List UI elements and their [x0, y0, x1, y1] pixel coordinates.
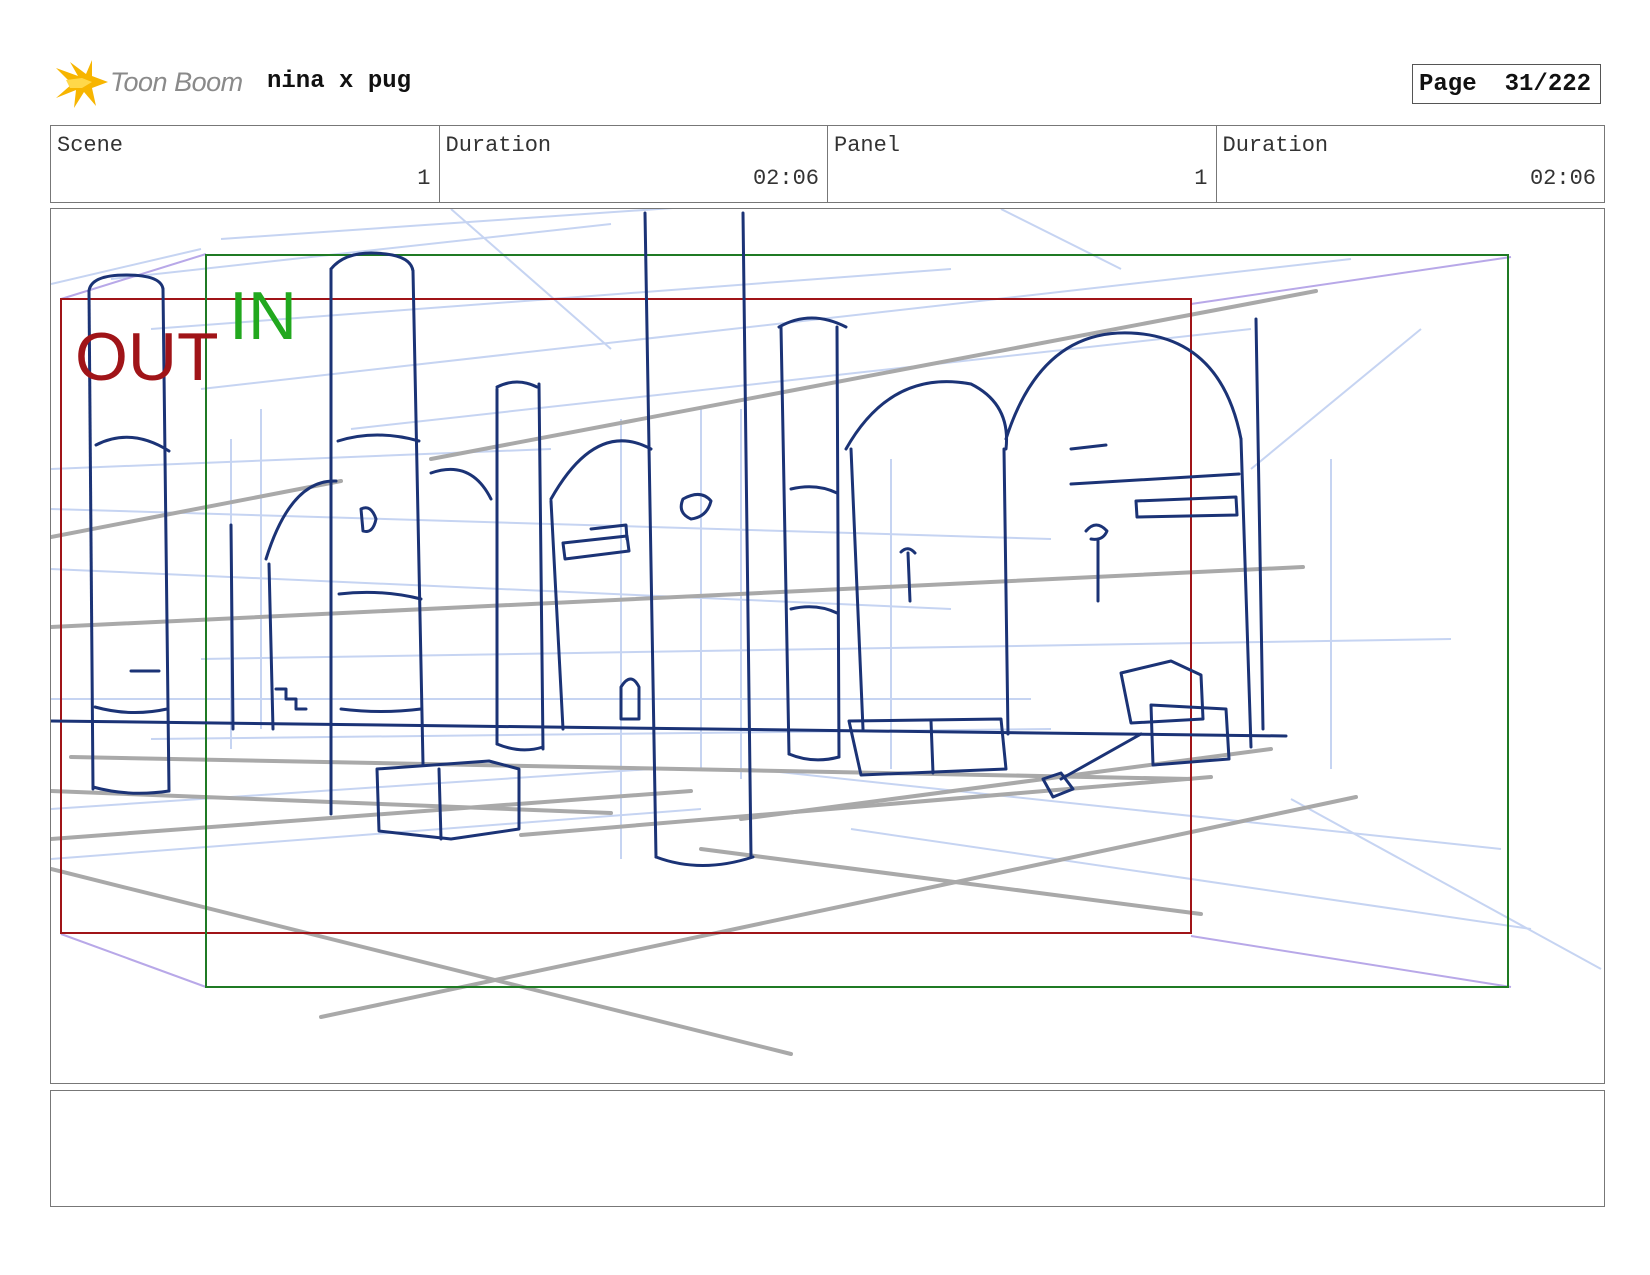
scene-value: 1 [417, 166, 431, 191]
scene-cell: Scene 1 [51, 126, 440, 202]
panel-cell: Panel 1 [828, 126, 1217, 202]
panel-value: 1 [1194, 166, 1208, 191]
project-title: nina x pug [267, 68, 412, 95]
panel-duration-label: Duration [1222, 133, 1329, 158]
perspective-lines [51, 289, 1358, 1056]
out-frame [60, 298, 1192, 934]
storyboard-header: Toon Boom nina x pug Page 31/222 [52, 56, 1607, 112]
toon-boom-star-icon [56, 60, 108, 108]
panel-duration-cell: Duration 02:06 [1217, 126, 1605, 202]
page-indicator: Page 31/222 [1412, 64, 1601, 104]
brand-name: Toon Boom [110, 67, 243, 97]
ink-sketch [51, 211, 1288, 867]
panel-sketch [51, 209, 1602, 1056]
dialogue-notes-box[interactable] [50, 1090, 1605, 1207]
panel-duration-value: 02:06 [1529, 166, 1596, 191]
in-frame [205, 254, 1509, 988]
scene-duration-label: Duration [445, 133, 552, 158]
scene-label: Scene [57, 133, 124, 158]
panel-label: Panel [834, 133, 901, 158]
scene-info-bar: Scene 1 Duration 02:06 Panel 1 Duration … [50, 125, 1605, 203]
scene-duration-value: 02:06 [752, 166, 819, 191]
out-frame-label: OUT [75, 319, 219, 395]
in-frame-label: IN [229, 278, 297, 354]
storyboard-panel-image: OUT IN [50, 208, 1605, 1084]
page-label: Page [1419, 70, 1477, 98]
scene-duration-cell: Duration 02:06 [440, 126, 828, 202]
page-number: 31/222 [1504, 70, 1592, 98]
